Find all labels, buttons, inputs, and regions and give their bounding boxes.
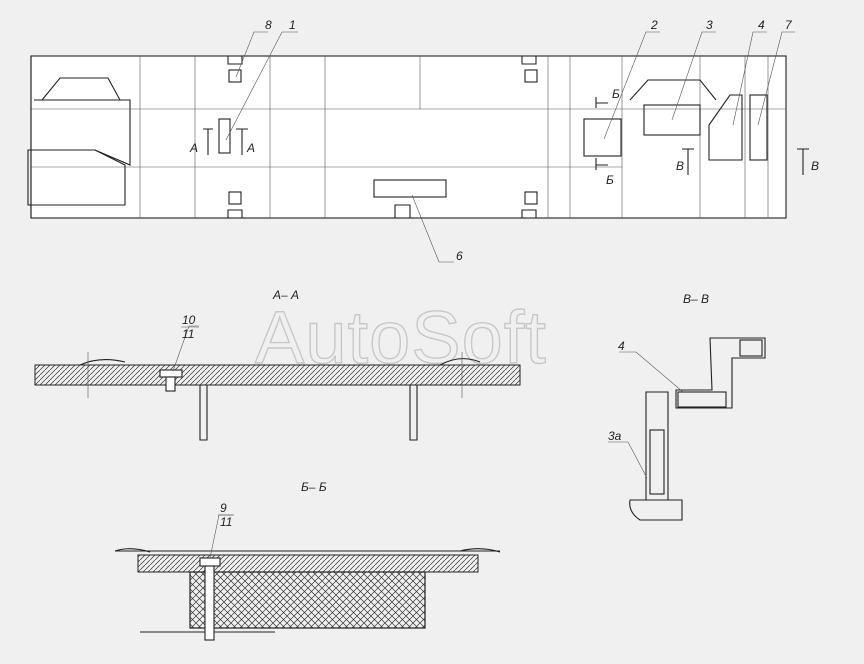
section-title-v-v: В– В	[683, 292, 709, 306]
section-title-a-a: А– А	[272, 288, 299, 302]
section-a-a: А– А 10 11	[34, 288, 521, 441]
section-mark-b-top: Б	[612, 87, 620, 101]
callout-8: 8	[265, 18, 272, 32]
callout-4-section: 4	[618, 339, 625, 353]
section-v-v: В– В 4 3a	[608, 292, 766, 521]
section-mark-v-right: В	[811, 159, 819, 173]
callout-6: 6	[456, 249, 463, 263]
section-b-b: Б– Б 9 11	[114, 480, 501, 641]
section-title-b-b: Б– Б	[301, 480, 327, 494]
part-6-hatch	[373, 179, 447, 198]
callout-11-b: 11	[220, 515, 232, 529]
part-3-hatch	[643, 104, 701, 136]
callout-3: 3	[706, 18, 713, 32]
callout-9: 9	[220, 501, 227, 515]
callout-10: 10	[182, 313, 196, 327]
callout-1: 1	[289, 18, 296, 32]
part-7-hatch	[749, 94, 768, 161]
plan-view: А А Б Б В В 8 1 2 3 4 7 6	[27, 18, 819, 263]
callout-7: 7	[785, 18, 793, 32]
callout-11-a: 11	[182, 327, 194, 341]
callout-2: 2	[650, 18, 658, 32]
section-mark-b-bottom: Б	[606, 173, 614, 187]
section-mark-a-left: А	[189, 141, 198, 155]
callout-4: 4	[758, 18, 765, 32]
part-1-hatch	[218, 118, 231, 154]
section-mark-a-right: А	[246, 141, 255, 155]
part-4-hatch	[708, 94, 743, 161]
section-mark-v-left: В	[676, 159, 684, 173]
part-2-hatch	[583, 118, 622, 157]
callout-3a: 3a	[608, 429, 622, 443]
